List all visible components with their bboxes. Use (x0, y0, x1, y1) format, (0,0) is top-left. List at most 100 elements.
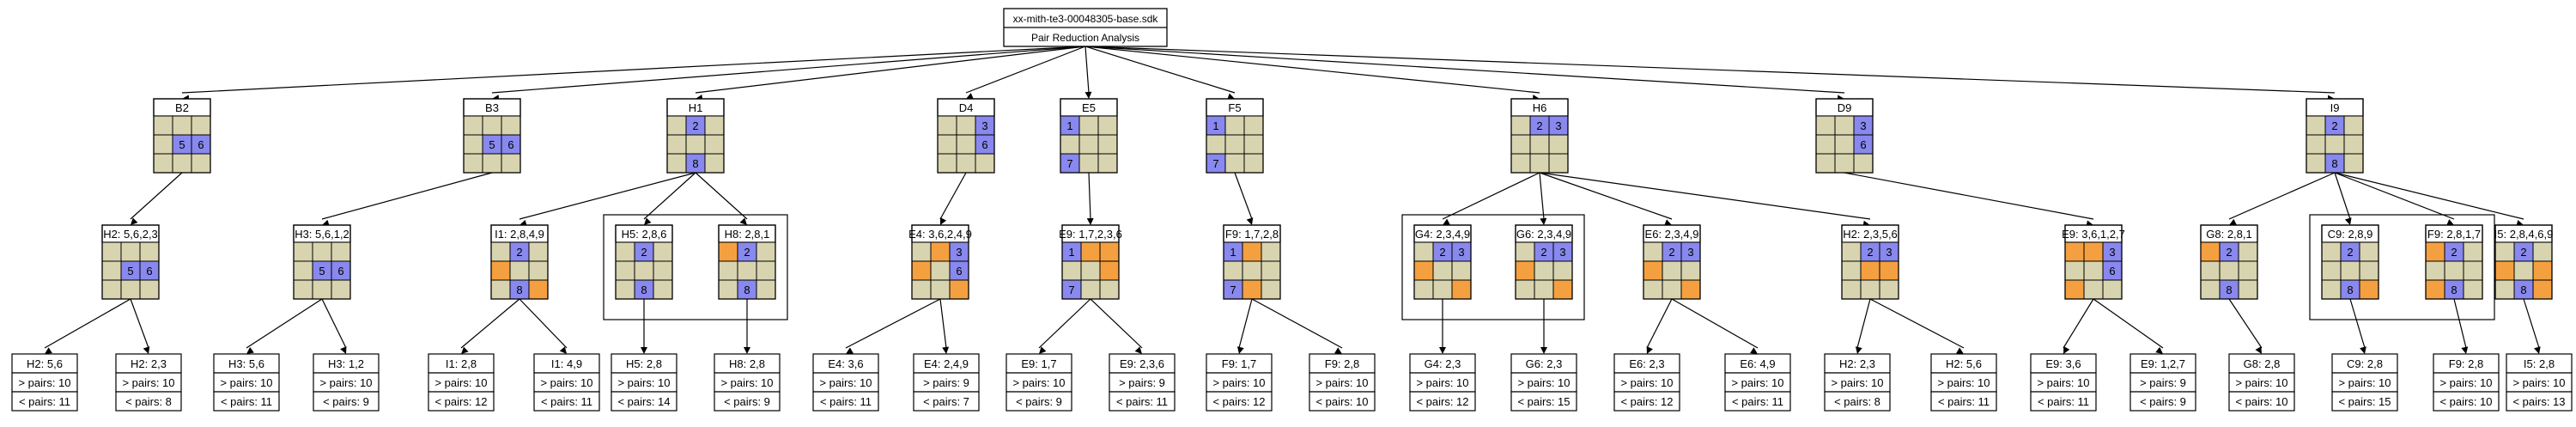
grid-cell (482, 115, 502, 136)
leaf-gt: > pairs: 10 (1620, 376, 1673, 389)
edge-arrowhead (1664, 219, 1672, 226)
grid-cell (1815, 134, 1836, 155)
cell-digit: 1 (1212, 119, 1218, 132)
cell-digit: 1 (1066, 119, 1072, 132)
leaf-label: H2: 5,6 (1946, 357, 1982, 370)
level1-node-label: F5 (1228, 101, 1241, 114)
edge (1539, 172, 1545, 220)
grid-cell (101, 241, 122, 262)
edge (1844, 172, 2094, 220)
grid-cell (911, 241, 932, 262)
grid-cell (120, 279, 141, 300)
grid-cell (153, 115, 173, 136)
grid-cell (2064, 279, 2085, 300)
grid-cell (1834, 134, 1855, 155)
leaf-label: E9: 2,3,6 (1120, 357, 1164, 370)
edge-arrowhead (2155, 346, 2163, 354)
leaf-lt: < pairs: 11 (19, 395, 70, 408)
grid-cell (2200, 241, 2221, 262)
grid-cell (1841, 241, 1862, 262)
edge-arrowhead (641, 347, 647, 354)
leaf-label: E6: 2,3 (1629, 357, 1664, 370)
leaf-lt: < pairs: 12 (1620, 395, 1673, 408)
grid-cell (930, 279, 951, 300)
leaf-lt: < pairs: 11 (1116, 395, 1168, 408)
edge (1084, 46, 1090, 94)
grid-cell (1224, 134, 1245, 155)
edge (643, 172, 696, 220)
cell-digit: 8 (2331, 157, 2337, 170)
level2-node-label: E6: 2,3,4,9 (1645, 228, 1699, 241)
edge (181, 46, 1086, 94)
grid-cell (1242, 260, 1262, 281)
grid-cell (2064, 260, 2085, 281)
leaf-label: G8: 2,8 (2244, 357, 2281, 370)
grid-cell (1224, 115, 1245, 136)
grid-cell (331, 279, 351, 300)
level1-node-label: B3 (485, 101, 499, 114)
grid-cell (1879, 260, 1899, 281)
grid-cell (718, 241, 738, 262)
grid-cell (1451, 260, 1472, 281)
grid-cell (2238, 279, 2258, 300)
edge (130, 298, 149, 349)
grid-cell (1643, 260, 1663, 281)
cell-digit: 3 (1687, 246, 1693, 259)
grid-cell (490, 260, 511, 281)
leaf-gt: > pairs: 10 (1517, 376, 1570, 389)
grid-cell (737, 260, 757, 281)
cell-digit: 8 (744, 284, 750, 296)
leaf-node: F9: 1,7> pairs: 10< pairs: 12 (1206, 353, 1273, 412)
cell-digit: 2 (2331, 119, 2337, 132)
edge (1671, 298, 1759, 349)
leaf-gt: > pairs: 10 (1416, 376, 1468, 389)
grid-cell (1860, 260, 1880, 281)
leaf-gt: > pairs: 10 (2512, 376, 2565, 389)
grid-cell (1243, 134, 1264, 155)
leaf-lt: < pairs: 11 (1938, 395, 1990, 408)
level1-node-label: D4 (959, 101, 974, 114)
edge-arrowhead (2255, 346, 2262, 354)
edge-arrowhead (1750, 347, 1758, 354)
leaf-lt: < pairs: 7 (923, 395, 969, 408)
grid-cell (2306, 115, 2326, 136)
leaf-gt: > pairs: 9 (923, 376, 969, 389)
grid-cell (1510, 134, 1531, 155)
grid-cell (2343, 115, 2364, 136)
edge (1090, 298, 1143, 349)
level2-node-label: H3: 5,6,1,2 (295, 228, 349, 241)
grid-cell (2463, 241, 2483, 262)
edge (939, 298, 947, 349)
cell-digit: 5 (489, 138, 495, 151)
cell-digit: 2 (744, 246, 750, 259)
leaf-gt: > pairs: 10 (617, 376, 670, 389)
grid-cell (653, 241, 673, 262)
grid-cell (509, 260, 530, 281)
level2-node: H5: 2,8,628 (615, 224, 673, 300)
grid-cell (2340, 260, 2360, 281)
cell-digit: 3 (1860, 119, 1866, 132)
leaf-node: G8: 2,8> pairs: 10< pairs: 10 (2228, 353, 2295, 412)
leaf-node: H8: 2,8> pairs: 10< pairs: 9 (714, 353, 781, 412)
leaf-node: H2: 2,3> pairs: 10< pairs: 8 (1824, 353, 1891, 412)
leaf-lt: < pairs: 11 (2038, 395, 2089, 408)
leaf-lt: < pairs: 13 (2512, 395, 2565, 408)
grid-cell (1432, 260, 1453, 281)
edge-arrowhead (1540, 217, 1547, 225)
leaf-label: E9: 3,6 (2045, 357, 2081, 370)
grid-cell (2532, 279, 2553, 300)
grid-cell (1060, 134, 1080, 155)
leaf-gt: > pairs: 10 (2235, 376, 2287, 389)
grid-cell (101, 260, 122, 281)
grid-cell (949, 279, 969, 300)
grid-cell (1223, 260, 1243, 281)
leaf-lt: < pairs: 10 (2439, 395, 2492, 408)
grid-cell (634, 260, 654, 281)
grid-cell (1078, 115, 1099, 136)
grid-cell (2513, 260, 2534, 281)
